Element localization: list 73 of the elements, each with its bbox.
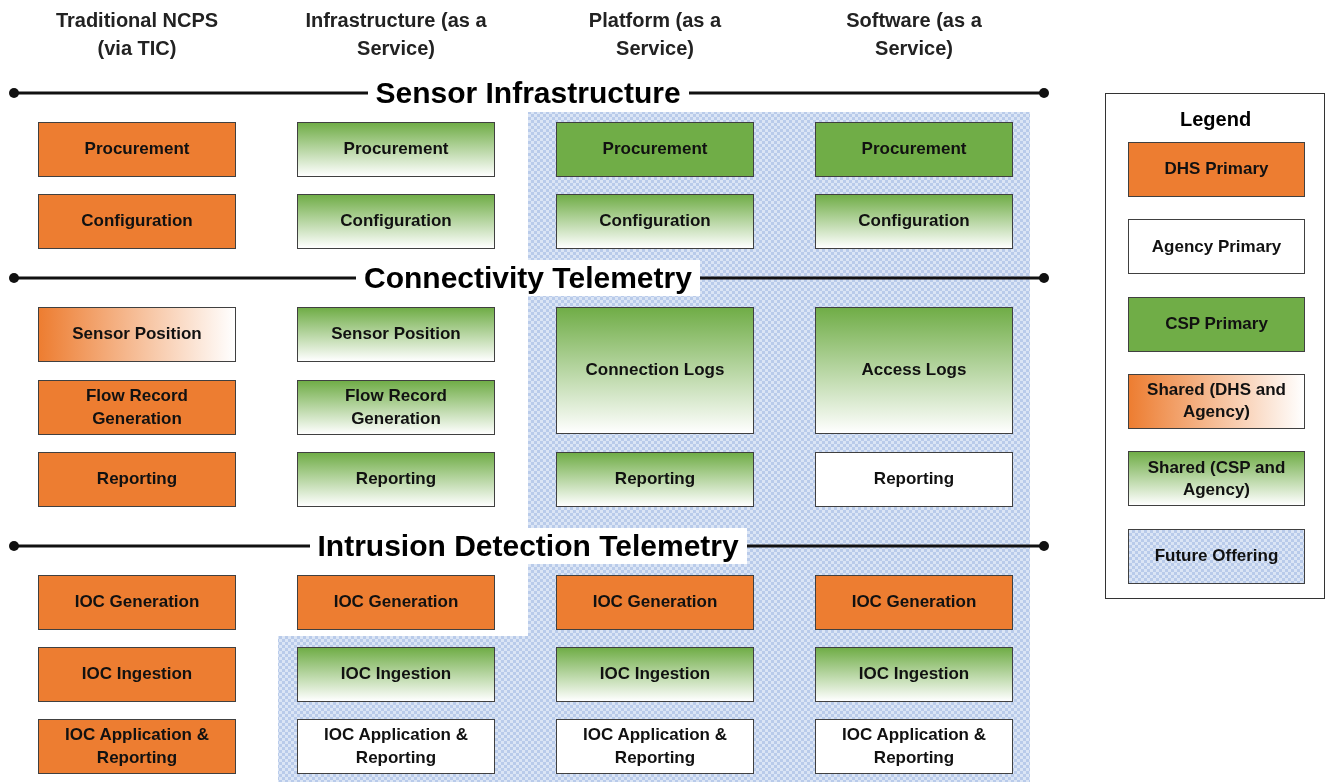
column-header: Traditional NCPS (via TIC)	[54, 8, 220, 61]
process-box	[297, 719, 495, 774]
process-box	[556, 122, 754, 177]
process-box	[38, 380, 236, 435]
box-label: IOC Ingestion	[340, 663, 452, 686]
process-box	[556, 647, 754, 702]
box-label: IOC Generation	[333, 591, 459, 614]
box-label: IOC Ingestion	[599, 663, 711, 686]
box-label: Reporting	[614, 468, 696, 491]
box-label: Procurement	[861, 138, 967, 161]
process-box	[297, 452, 495, 507]
box-label: Configuration	[81, 210, 193, 233]
process-box	[556, 575, 754, 630]
box-label: Sensor Position	[72, 323, 202, 346]
box-label: Configuration	[858, 210, 970, 233]
legend-title: Legend	[1180, 108, 1252, 131]
section-heading: Connectivity Telemetry	[356, 260, 700, 296]
column-header: Infrastructure (as a Service)	[304, 8, 488, 61]
box-label: IOC Generation	[851, 591, 977, 614]
process-box	[38, 575, 236, 630]
legend-label: Shared (CSP and Agency)	[1146, 456, 1287, 501]
process-box	[556, 194, 754, 249]
box-label: IOC Application & Reporting	[841, 724, 987, 769]
legend-label: DHS Primary	[1164, 158, 1269, 181]
legend-label: Agency Primary	[1151, 235, 1282, 258]
process-box	[815, 122, 1013, 177]
box-label: Sensor Position	[331, 323, 461, 346]
box-label: Reporting	[355, 468, 437, 491]
process-box	[38, 122, 236, 177]
legend-label: Shared (DHS and Agency)	[1146, 379, 1287, 424]
process-box	[815, 575, 1013, 630]
legend-label: CSP Primary	[1165, 313, 1268, 336]
process-box	[38, 452, 236, 507]
process-box	[38, 719, 236, 774]
box-label: Procurement	[602, 138, 708, 161]
box-label: Connection Logs	[585, 359, 725, 382]
process-box	[815, 719, 1013, 774]
process-box	[815, 194, 1013, 249]
box-label: Access Logs	[861, 359, 967, 382]
process-box	[297, 380, 495, 435]
process-box	[38, 307, 236, 362]
box-label: Procurement	[84, 138, 190, 161]
column-header: Software (as a Service)	[845, 8, 983, 61]
process-box	[38, 194, 236, 249]
box-label: Configuration	[340, 210, 452, 233]
process-box	[556, 452, 754, 507]
box-label: IOC Ingestion	[858, 663, 970, 686]
process-box	[815, 307, 1013, 434]
column-header: Platform (as a Service)	[587, 8, 723, 61]
box-label: IOC Application & Reporting	[582, 724, 728, 769]
process-box	[297, 647, 495, 702]
process-box	[297, 122, 495, 177]
legend-label: Future Offering	[1154, 544, 1279, 567]
box-label: Flow Record Generation	[85, 385, 189, 430]
process-box	[38, 647, 236, 702]
box-label: Flow Record Generation	[344, 385, 448, 430]
process-box	[297, 307, 495, 362]
box-label: IOC Generation	[592, 591, 718, 614]
process-box	[815, 647, 1013, 702]
process-box	[556, 719, 754, 774]
process-box	[297, 575, 495, 630]
box-label: Configuration	[599, 210, 711, 233]
box-label: IOC Ingestion	[81, 663, 193, 686]
box-label: Reporting	[96, 468, 178, 491]
process-box	[297, 194, 495, 249]
box-label: IOC Application & Reporting	[323, 724, 469, 769]
box-label: IOC Application & Reporting	[64, 724, 210, 769]
process-box	[556, 307, 754, 434]
box-label: Reporting	[873, 468, 955, 491]
box-label: IOC Generation	[74, 591, 200, 614]
box-label: Procurement	[343, 138, 449, 161]
section-heading: Intrusion Detection Telemetry	[309, 528, 747, 564]
process-box	[815, 452, 1013, 507]
